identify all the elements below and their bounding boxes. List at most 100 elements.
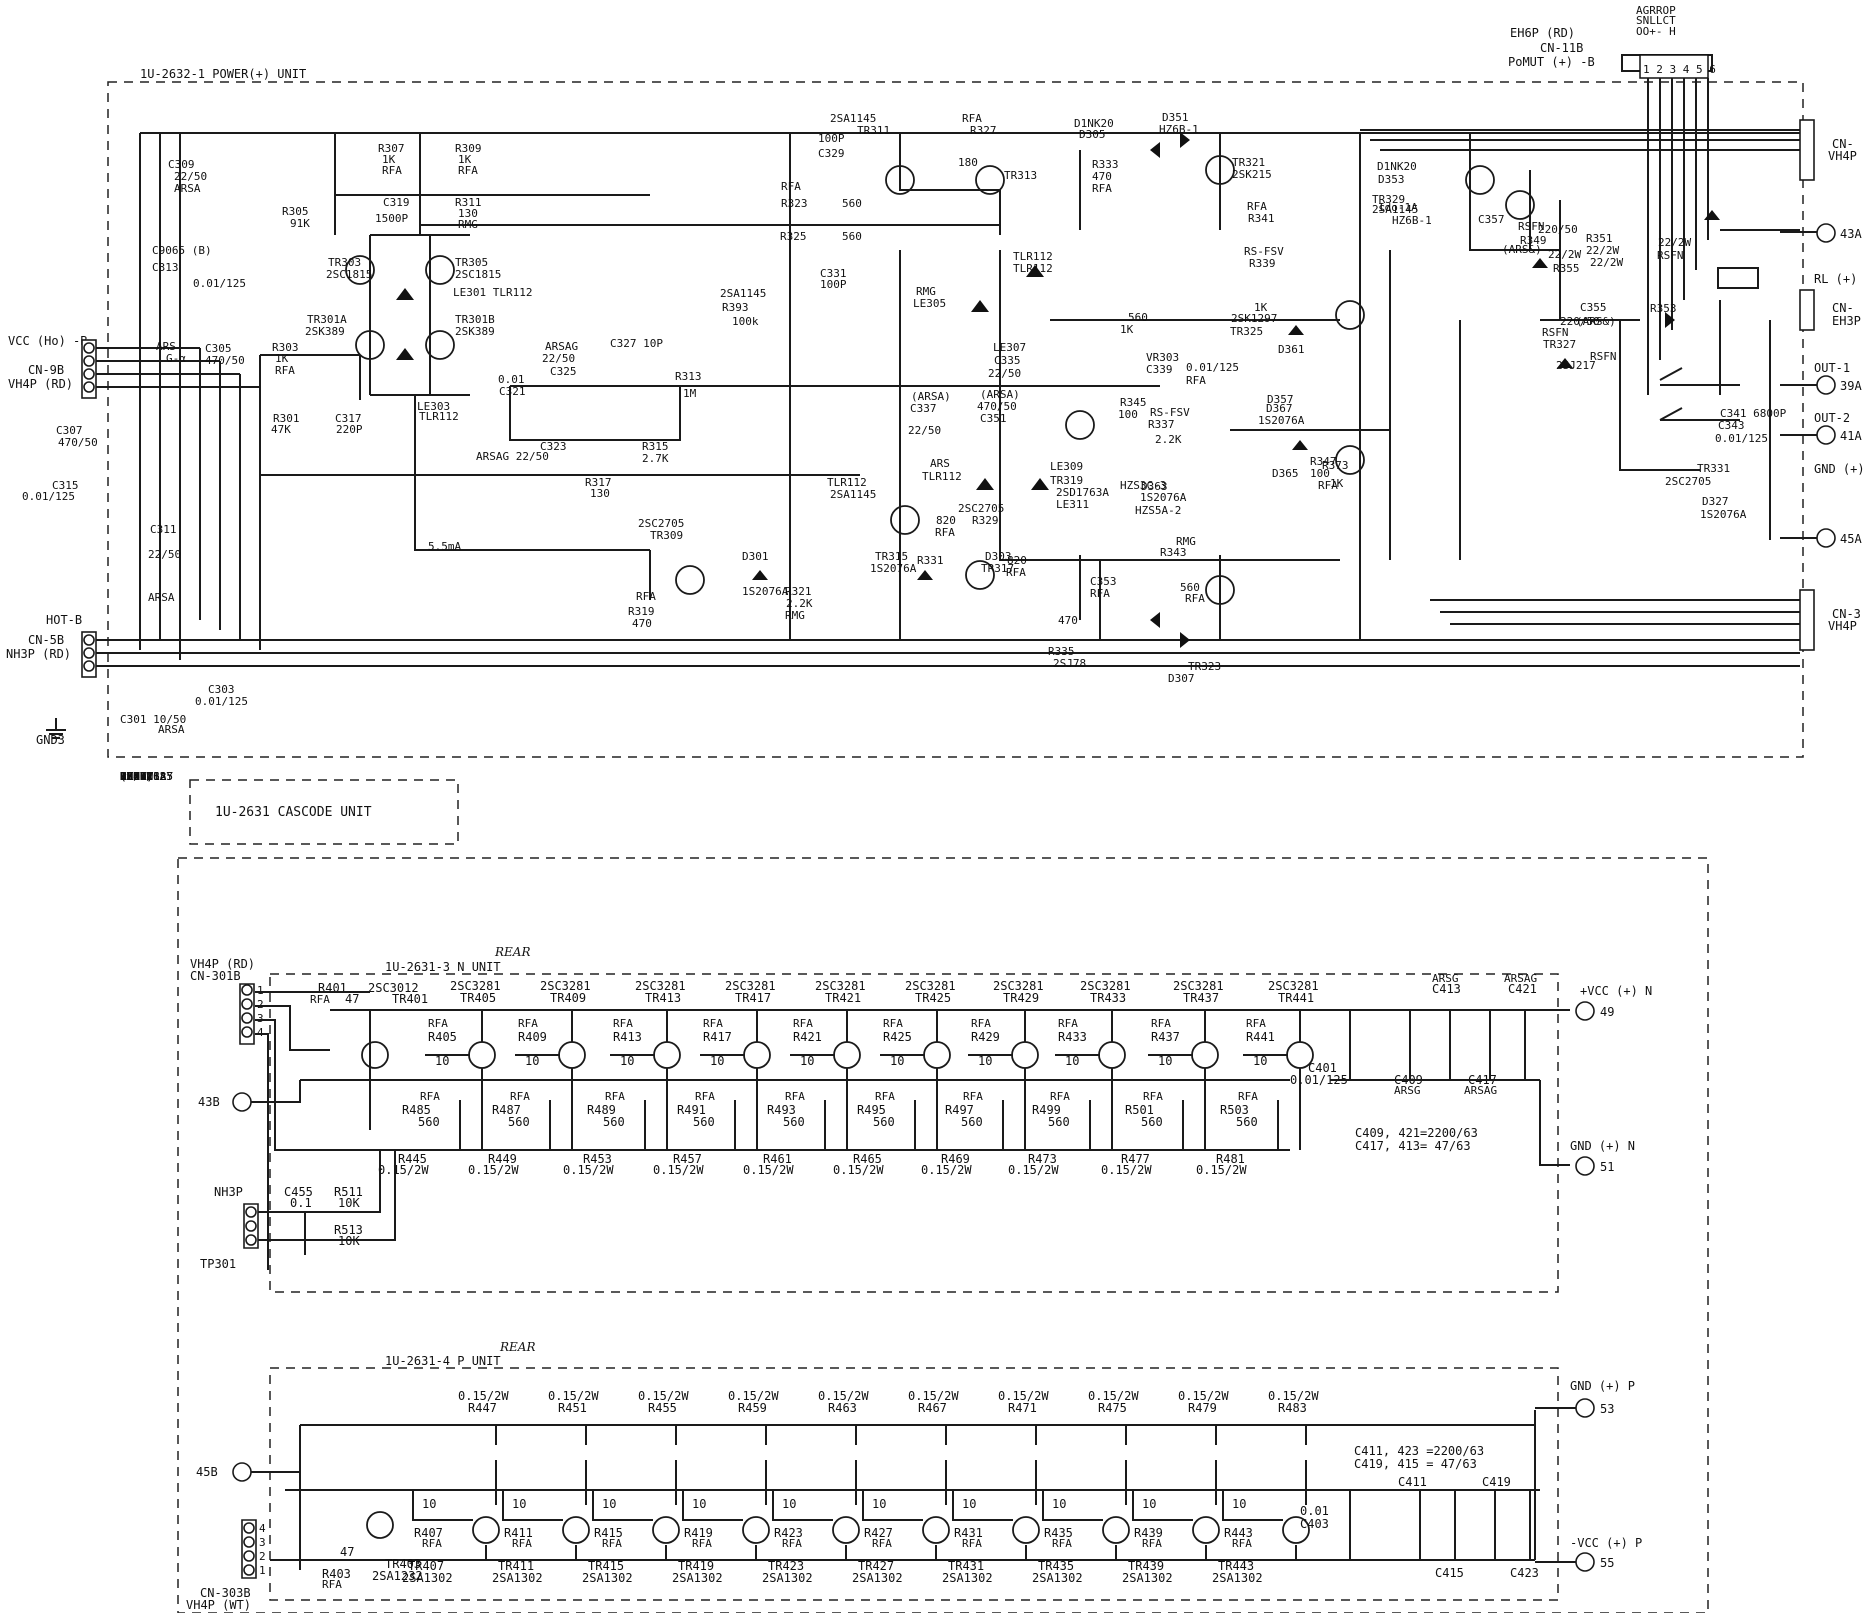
shunt-resistor-type: RFA	[1143, 1090, 1163, 1103]
transistor-type: 2SC3281	[725, 979, 776, 993]
power-transistor-symbol	[653, 1041, 681, 1069]
tr403-name: TR403	[385, 1557, 421, 1571]
pin-number: 4	[257, 1026, 264, 1039]
power-component-label: LE301 TLR112	[453, 286, 532, 299]
power-component-label: R305	[282, 205, 309, 218]
shunt-resistor-value: 560	[961, 1115, 983, 1129]
rear-n-note-1: C409, 421=2200/63	[1355, 1126, 1478, 1140]
shunt-resistor-type: RFA	[420, 1090, 440, 1103]
power-component-label: R341	[1248, 212, 1275, 225]
power-component-label: TR315	[875, 550, 908, 563]
c403-label: C403	[1300, 1517, 1329, 1531]
c455-label: C455	[284, 1185, 313, 1199]
power-component-label: 820	[1007, 554, 1027, 567]
shunt-resistor-name: R491	[677, 1103, 706, 1117]
power-component-label: R339	[1249, 257, 1276, 270]
power-component-label: D329	[120, 770, 147, 783]
power-component-label: 1K	[1330, 477, 1344, 490]
emitter-resistor-name: R475	[1098, 1401, 1127, 1415]
base-resistor-value: 10	[1052, 1497, 1066, 1511]
power-transistor-symbol	[742, 1516, 770, 1544]
power-component-label: C327 10P	[610, 337, 663, 350]
power-component-label: 22/50	[542, 352, 575, 365]
emitter-resistor-value: 0.15/2W	[1008, 1163, 1059, 1177]
power-component-label: R345	[1120, 396, 1147, 409]
emitter-resistor-name: R453	[583, 1152, 612, 1166]
base-resistor-type: RFA	[518, 1017, 538, 1030]
base-resistor-name: R439	[1134, 1526, 1163, 1540]
power-unit-boundary	[107, 81, 1804, 758]
rear-n-connector-pin	[241, 1012, 253, 1024]
shunt-resistor-type: RFA	[605, 1090, 625, 1103]
power-component-label: 2.2K	[786, 597, 813, 610]
base-resistor-name: R433	[1058, 1030, 1087, 1044]
power-component-label: JC RELAY	[120, 770, 173, 783]
cn303b-name: CN-303B	[200, 1586, 251, 1600]
cn303b-pin	[243, 1564, 255, 1576]
rear-p-note-2: C419, 415 = 47/63	[1354, 1457, 1477, 1471]
stage-wiring	[610, 1010, 668, 1150]
base-resistor-type: RFA	[1142, 1537, 1162, 1550]
power-component-label: C313	[152, 261, 179, 274]
shunt-resistor-value: 560	[1048, 1115, 1070, 1129]
base-resistor-value: 10	[782, 1497, 796, 1511]
power-component-label: C309	[168, 158, 195, 171]
base-resistor-value: 10	[978, 1054, 992, 1068]
svg-text:43A: 43A	[1840, 227, 1862, 241]
shunt-resistor-value: 560	[418, 1115, 440, 1129]
shunt-resistor-value: 560	[873, 1115, 895, 1129]
power-component-label: 1S2076A	[1258, 414, 1305, 427]
svg-text:CN-5B: CN-5B	[28, 633, 64, 647]
svg-text:GND (+): GND (+)	[1814, 462, 1865, 476]
base-resistor-name: R409	[518, 1030, 547, 1044]
power-component-label: RFA	[1092, 182, 1112, 195]
transistor-name: TR427	[858, 1559, 894, 1573]
transistor-name: TR429	[1003, 991, 1039, 1005]
power-component-label: (RMG)	[120, 770, 153, 783]
base-resistor-type: RFA	[602, 1537, 622, 1550]
emitter-resistor-name: R451	[558, 1401, 587, 1415]
power-component-label: 130	[458, 207, 478, 220]
power-component-label: 470/50	[977, 400, 1017, 413]
power-component-label: 1K	[1254, 301, 1268, 314]
power-component-label: D363	[1141, 480, 1168, 493]
gnd-p-terminal	[1575, 1398, 1595, 1418]
emitter-resistor-name: R469	[941, 1152, 970, 1166]
power-component-label: D357	[1267, 393, 1294, 406]
pin-number: 2	[257, 998, 264, 1011]
shunt-resistor-type: RFA	[785, 1090, 805, 1103]
emitter-resistor-value: 0.15/2W	[1088, 1389, 1139, 1403]
power-component-label: 2SK215	[1232, 168, 1272, 181]
emitter-resistor-value: 0.15/2W	[1196, 1163, 1247, 1177]
power-component-label: 100k	[732, 315, 759, 328]
base-resistor-value: 10	[710, 1054, 724, 1068]
cn303b-pin	[243, 1550, 255, 1562]
power-component-label: C353	[1090, 575, 1117, 588]
vcc-p-number: 55	[1600, 1556, 1614, 1570]
power-component-label: R337	[1148, 418, 1175, 431]
power-component-label: C349	[120, 770, 147, 783]
rear-n-unit-boundary	[269, 973, 1559, 1293]
power-component-label: ARSAG 22/50	[476, 450, 549, 463]
power-transistor-symbol	[923, 1041, 951, 1069]
transistor-name: TR437	[1183, 991, 1219, 1005]
terminal-43b-wire	[251, 1080, 301, 1103]
transistor-name: TR425	[915, 991, 951, 1005]
stage-wiring	[1055, 1010, 1113, 1150]
emitter-resistor-name: R479	[1188, 1401, 1217, 1415]
base-resistor-name: R407	[414, 1526, 443, 1540]
power-component-label: 1S2076A	[870, 562, 917, 575]
base-resistor-type: RFA	[1052, 1537, 1072, 1550]
r403-type: RFA	[322, 1578, 342, 1591]
transistor-name: TR439	[1128, 1559, 1164, 1573]
power-transistor-symbol	[833, 1041, 861, 1069]
gnd-n-number: 51	[1600, 1160, 1614, 1174]
power-component-label: TR325	[1230, 325, 1263, 338]
base-resistor-type: RFA	[793, 1017, 813, 1030]
transistor-type: 2SA1302	[582, 1571, 633, 1585]
r403-label: R403	[322, 1567, 351, 1581]
pin-number: 1	[259, 1564, 266, 1577]
rear-p-rail	[299, 1410, 1536, 1570]
emitter-resistor-value: 0.15/2W	[1268, 1389, 1319, 1403]
power-component-label: RFA	[275, 364, 295, 377]
